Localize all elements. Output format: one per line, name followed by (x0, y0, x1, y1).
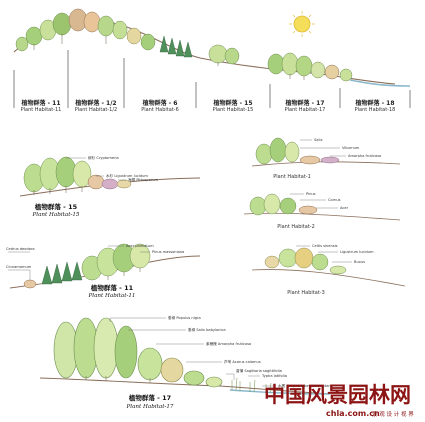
svg-text:植物群落 - 15: 植物群落 - 15 (212, 99, 252, 107)
callout-17-4: 芦苇 Acorus calamus (224, 359, 261, 364)
watermark-subtitle: 景 观 设 计 视 界 (372, 410, 414, 418)
callout-17-6: Typha latifolia (261, 374, 287, 378)
svg-text:植物群落 - 11: 植物群落 - 11 (20, 99, 60, 107)
habitat-label-15: 植物群落 - 15 Plant Habitat-15 (212, 99, 253, 113)
callout-17-5: 香蒲 Sagittaria sagittifolia (236, 368, 282, 373)
watermark: 中国风景园林网 chla.com.cn 景 观 设 计 视 界 (264, 382, 414, 418)
callout-17-7: 水葱 Scirpus tabernaemontani (278, 383, 332, 388)
watermark-title: 中国风景园林网 (264, 382, 411, 407)
callout-15-3: 海桐 Pittosporum (128, 177, 159, 182)
svg-text:Plant Habitat-6: Plant Habitat-6 (141, 107, 179, 113)
main-profile: 植物群落 - 11 Plant Habitat-11 植物群落 - 1/2 Pl… (13, 8, 411, 113)
panel-habitat-15: 柳杉 Cryptomeria 水杉 Ligustrum lucidum 海桐 P… (19, 155, 201, 218)
callout-11-1: Acer palmatum (126, 244, 154, 248)
panel-right-2: Pinus Cornus Acer Plant Habitat-2 (243, 192, 401, 230)
callout-r2-1: Pinus (306, 192, 316, 196)
panel-right-1: Salix Viburnum Amorpha fruticosa Plant H… (251, 137, 401, 180)
caption-15-cn: 植物群落 - 15 (34, 202, 78, 211)
habitat-label-18: 植物群落 - 18 Plant Habitat-18 (354, 99, 395, 113)
caption-17-cn: 植物群落 - 17 (128, 393, 171, 402)
callout-r3-1: Celtis sinensis (312, 244, 338, 248)
svg-text:Plant Habitat-11: Plant Habitat-11 (21, 107, 62, 113)
habitat-label-11: 植物群落 - 11 Plant Habitat-11 (20, 99, 61, 113)
caption-11-en: Plant Habitat-11 (88, 293, 136, 299)
callout-r3-3: Buxus (354, 260, 365, 264)
svg-text:Plant Habitat-17: Plant Habitat-17 (285, 107, 326, 113)
habitat-label-6: 植物群落 - 6 Plant Habitat-6 (141, 99, 179, 113)
svg-text:Plant Habitat-1/2: Plant Habitat-1/2 (75, 107, 117, 113)
callout-11-3: Cinnamomum (6, 265, 32, 269)
svg-text:Plant Habitat-15: Plant Habitat-15 (213, 107, 254, 113)
svg-text:植物群落 - 18: 植物群落 - 18 (354, 99, 394, 107)
callout-r1-1: Salix (314, 138, 323, 142)
water-edge (349, 79, 411, 87)
svg-text:植物群落 - 17: 植物群落 - 17 (284, 99, 324, 107)
callout-r1-3: Amorpha fruticosa (348, 154, 381, 158)
caption-15-en: Plant Habitat-15 (32, 212, 80, 218)
caption-17-en: Plant Habitat-17 (126, 404, 174, 410)
habitat-dividers (13, 50, 411, 108)
panel-right-3: Celtis sinensis Ligustrum lucidum Buxus … (251, 244, 406, 296)
svg-text:植物群落 - 6: 植物群落 - 6 (142, 99, 178, 107)
caption-r2: Plant Habitat-2 (277, 224, 315, 230)
callout-15-1: 柳杉 Cryptomeria (88, 155, 119, 160)
main-tree-mass (15, 8, 353, 82)
svg-text:Plant Habitat-18: Plant Habitat-18 (355, 107, 396, 113)
watermark-url: chla.com.cn (326, 409, 380, 418)
callout-17-2: 垂柳 Salix babylonica (188, 327, 226, 332)
callout-r2-2: Cornus (328, 198, 341, 202)
callout-r1-2: Viburnum (342, 146, 360, 150)
caption-r1: Plant Habitat-1 (273, 174, 311, 180)
callout-11-4: Cedrus deodara (6, 247, 35, 251)
panel-habitat-17: 垂柳 Populus nigra 垂柳 Salix babylonica 紫穗槐… (39, 315, 332, 410)
sun-icon (289, 11, 315, 37)
callout-17-1: 垂柳 Populus nigra (168, 315, 201, 320)
callout-11-2: Pinus massoniana (152, 250, 184, 254)
callout-r3-2: Ligustrum lucidum (340, 250, 374, 254)
habitat-label-1-2: 植物群落 - 1/2 Plant Habitat-1/2 (74, 99, 117, 113)
svg-text:植物群落 - 1/2: 植物群落 - 1/2 (74, 99, 116, 107)
caption-11-cn: 植物群落 - 11 (90, 283, 134, 292)
callout-17-3: 紫穗槐 Amorpha fruticosa (206, 341, 251, 346)
callout-15-2: 水杉 Ligustrum lucidum (106, 173, 148, 178)
caption-r3: Plant Habitat-3 (287, 290, 325, 296)
callout-r2-3: Acer (340, 206, 349, 210)
panel-habitat-11: Acer palmatum Pinus massoniana Cinnamomu… (6, 243, 201, 299)
habitat-label-17: 植物群落 - 17 Plant Habitat-17 (284, 99, 325, 113)
